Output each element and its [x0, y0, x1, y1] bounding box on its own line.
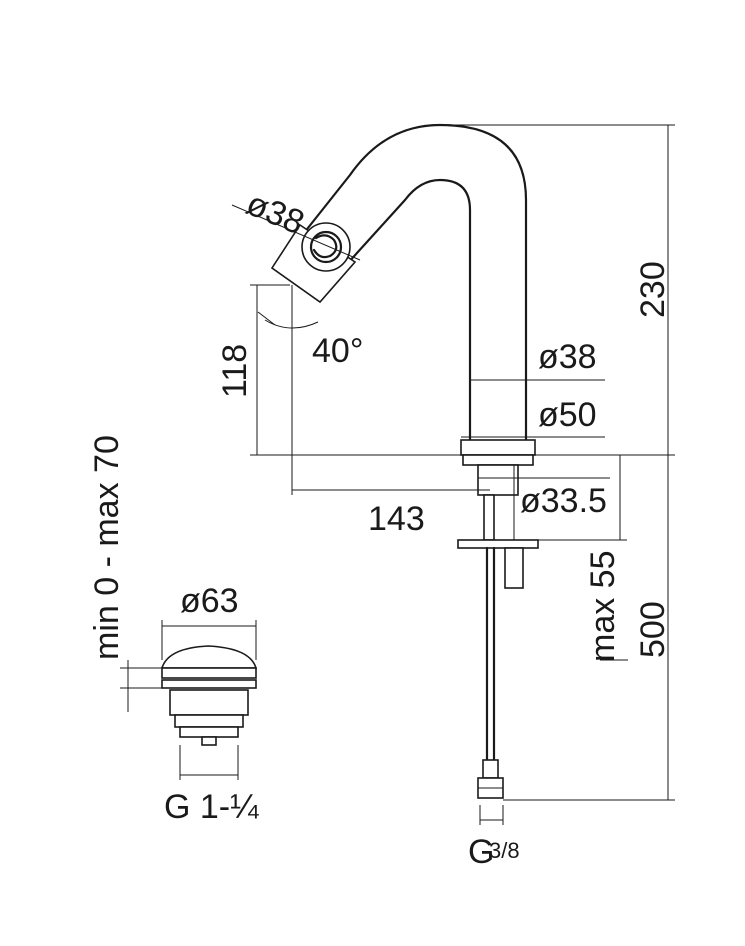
waste-dimensions	[120, 620, 257, 780]
base-diameter-label: ø50	[538, 396, 597, 434]
hose-length-label: 500	[634, 601, 672, 658]
faucet-base	[457, 439, 539, 799]
body-diameter-label: ø38	[538, 338, 597, 376]
hose-thread-fraction: 3/8	[489, 838, 520, 863]
reach-label: 143	[368, 500, 425, 538]
waste-adjust-label: min 0 - max 70	[88, 435, 126, 660]
max-deck-label: max 55	[584, 551, 622, 663]
waste-diameter-label: ø63	[180, 582, 239, 620]
angle-label: 40°	[312, 332, 363, 370]
total-height-label: 230	[634, 261, 672, 318]
hole-diameter-label: ø33.5	[520, 482, 607, 520]
hose-thread-label: G	[468, 833, 494, 871]
waste-valve	[160, 645, 258, 746]
aerator-ring	[301, 222, 351, 272]
waste-thread-label: G 1-¼	[164, 788, 259, 826]
dimension-lines	[231, 124, 675, 825]
outlet-height-label: 118	[216, 344, 254, 398]
faucet-body	[270, 123, 528, 457]
